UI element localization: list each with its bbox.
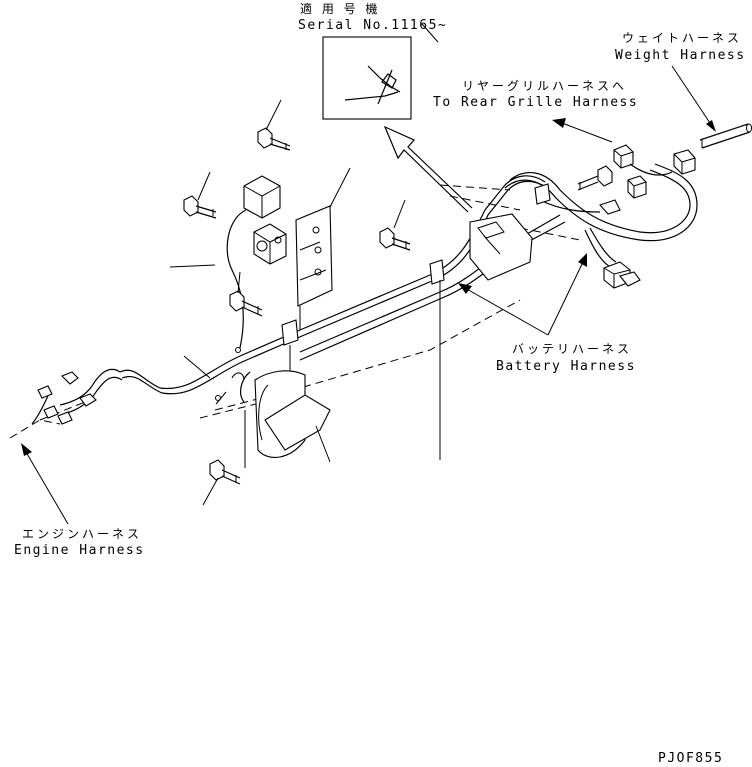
rear-grille-connector [613, 144, 673, 199]
bolt-icon [577, 165, 613, 191]
battery-harness-label-jp: バッテリハーネス [512, 342, 632, 356]
engine-harness-label-en: Engine Harness [14, 543, 145, 558]
rear-grille-label-en: To Rear Grille Harness [433, 95, 638, 110]
ground-terminal [215, 372, 245, 405]
bolt-icon [379, 199, 411, 251]
relay-bracket [295, 205, 333, 330]
bolt-icon [229, 271, 263, 317]
weight-connector [673, 123, 752, 175]
weight-harness-label-en: Weight Harness [615, 48, 746, 63]
leader-lines [169, 167, 351, 379]
weight-harness-arrow [671, 65, 716, 132]
serial-label-en: Serial No.11165~ [298, 18, 447, 33]
clamp-box [469, 213, 533, 281]
lower-bracket [215, 370, 331, 468]
engine-harness-label-jp: エンジンハーネス [22, 527, 142, 541]
battery-harness-label-en: Battery Harness [496, 359, 636, 374]
bolt-icon [202, 459, 241, 506]
harness-clamps [281, 183, 551, 460]
engine-harness-end [9, 368, 123, 439]
drawing-code: PJOF855 [658, 751, 723, 766]
serial-detail-inset [322, 23, 439, 120]
engine-harness-arrow [21, 443, 69, 525]
detail-pointer-arrow [383, 125, 473, 213]
relay-unit [226, 175, 287, 353]
weight-harness-label-jp: ウェイトハーネス [622, 31, 742, 45]
rear-grille-label-jp: リヤーグリルハーネスへ [462, 79, 627, 93]
rear-grille-arrow [552, 118, 613, 143]
battery-connector [599, 199, 641, 289]
serial-label-jp: 適 用 号 機 [300, 1, 380, 16]
battery-harness-pointers [458, 253, 587, 336]
bolt-icon [183, 171, 217, 219]
bolt-icon [257, 99, 291, 151]
